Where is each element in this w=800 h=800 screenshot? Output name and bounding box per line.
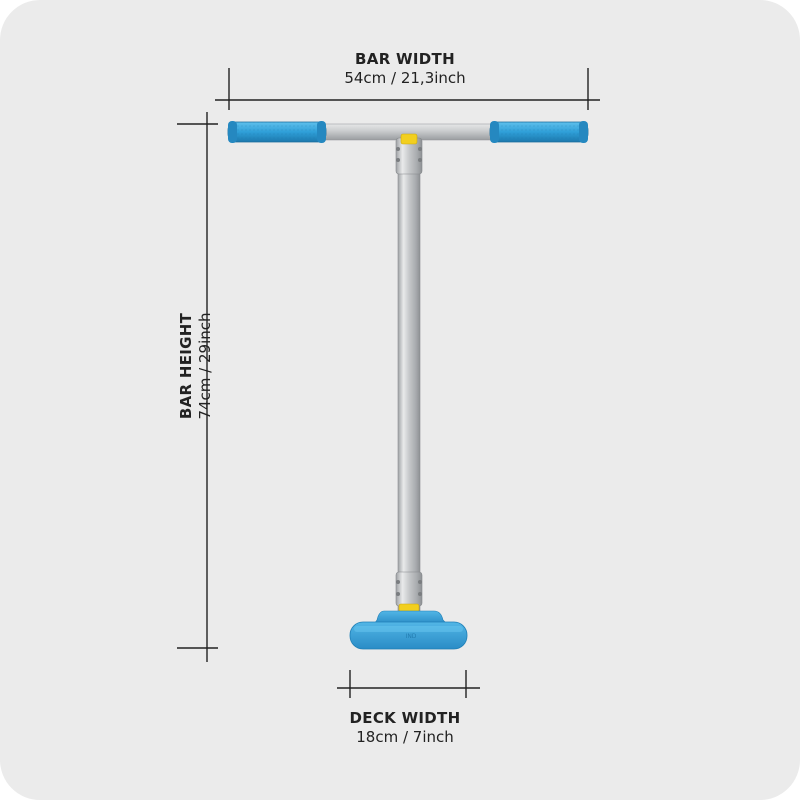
deck-width-value: 18cm / 7inch xyxy=(356,728,454,746)
stem xyxy=(397,139,421,613)
svg-text:IND: IND xyxy=(406,633,417,640)
bar-height-title: BAR HEIGHT xyxy=(177,312,195,420)
bar-width-title: BAR WIDTH xyxy=(355,50,455,68)
deck-width-label: DECK WIDTH 18cm / 7inch xyxy=(300,709,510,747)
deck-width-title: DECK WIDTH xyxy=(349,709,461,727)
left-grip xyxy=(227,121,327,143)
right-grip xyxy=(489,121,589,143)
bar-width-value: 54cm / 21,3inch xyxy=(344,69,466,87)
deck-width-dimension-line xyxy=(337,670,480,698)
deck: IND xyxy=(349,610,468,650)
bar-width-dimension-line xyxy=(215,68,600,110)
bottom-clamp xyxy=(395,571,423,607)
bar-height-dimension-line xyxy=(177,112,218,662)
bar-height-label: BAR HEIGHT 74cm / 29inch xyxy=(177,256,215,476)
scooter-bar xyxy=(319,123,497,613)
bar-width-label: BAR WIDTH 54cm / 21,3inch xyxy=(300,50,510,88)
top-collar xyxy=(400,133,418,145)
bar-height-value: 74cm / 29inch xyxy=(196,312,214,420)
